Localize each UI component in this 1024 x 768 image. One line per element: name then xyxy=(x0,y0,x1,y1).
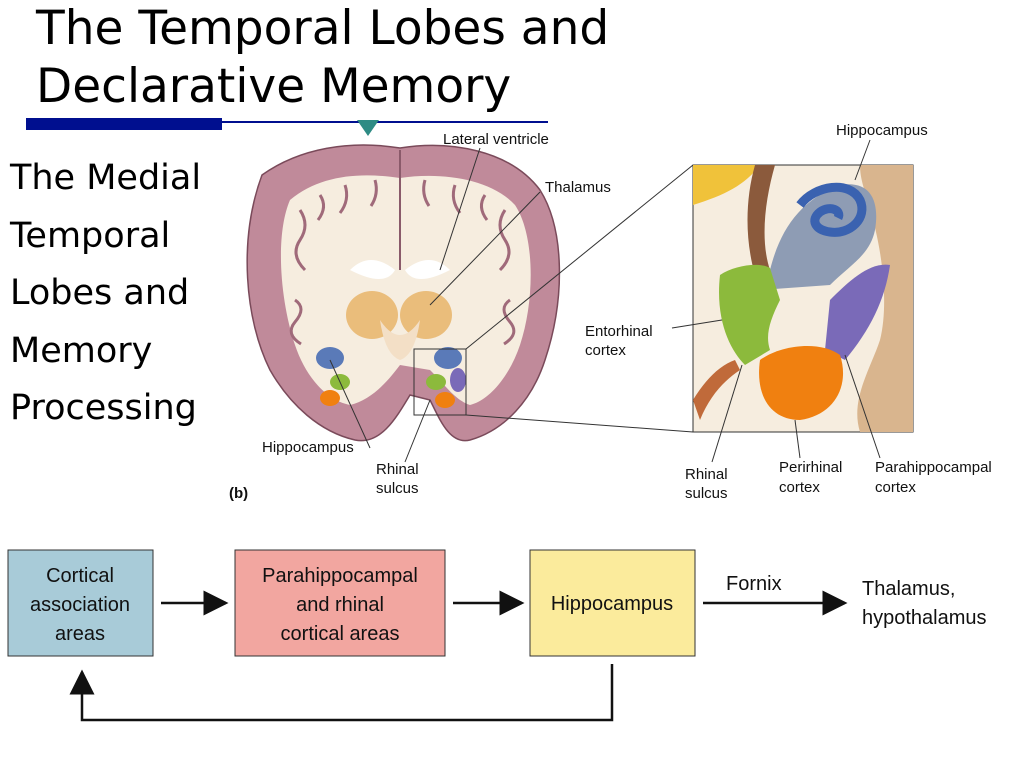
perirhinal-right-shape xyxy=(435,392,455,408)
label-rhinal2-2: sulcus xyxy=(685,485,728,502)
box1-line3: areas xyxy=(55,623,105,645)
box2-line1: Parahippocampal xyxy=(262,565,418,587)
coronal-brain-section xyxy=(246,144,561,442)
subtitle-line: Memory xyxy=(10,330,153,371)
slide-subtitle: The Medial Temporal Lobes and Memory Pro… xyxy=(10,150,201,438)
box3-label: Hippocampus xyxy=(551,593,673,615)
inset-yellow-region xyxy=(693,165,760,205)
box1-line2: association xyxy=(30,594,130,616)
feedback-arrow xyxy=(69,664,614,722)
title-accent-bar xyxy=(26,118,222,130)
zoom-box xyxy=(413,348,467,416)
zoom-line-bottom xyxy=(465,414,694,433)
fornix-label: Fornix xyxy=(726,573,782,595)
box2-line3: cortical areas xyxy=(281,623,400,645)
slide-title: The Temporal Lobes and Declarative Memor… xyxy=(36,0,609,116)
label-entorhinal-2: cortex xyxy=(585,342,626,359)
subtitle-line: Lobes and xyxy=(10,273,190,313)
label-entorhinal-1: Entorhinal xyxy=(585,323,653,340)
label-parahippocampal-1: Parahippocampal xyxy=(875,459,992,476)
lateral-ventricle-left xyxy=(350,260,395,279)
slide-title-line-1: The Temporal Lobes and xyxy=(36,1,610,56)
enlarged-inset xyxy=(692,164,914,433)
box-hippocampus xyxy=(529,549,696,657)
subtitle-line: Processing xyxy=(10,388,197,428)
basal-ganglia xyxy=(380,320,420,360)
label-thalamus: Thalamus xyxy=(545,179,611,196)
subtitle-line: The Medial xyxy=(10,158,202,198)
label-hippocampus-left: Hippocampus xyxy=(262,439,354,456)
entorhinal-right-shape xyxy=(426,374,446,390)
label-hippocampus-top: Hippocampus xyxy=(836,122,928,139)
box2-line2: and rhinal xyxy=(296,594,384,616)
target-line2: hypothalamus xyxy=(862,607,987,629)
inset-brown-strip xyxy=(747,165,775,275)
label-parahippocampal-2: cortex xyxy=(875,479,916,496)
target-line1: Thalamus, xyxy=(862,578,955,600)
label-rhinal-sulcus-1: Rhinal xyxy=(376,461,419,478)
parahippocampal-right-shape xyxy=(450,368,466,392)
box1-line1: Cortical xyxy=(46,565,114,587)
label-perirhinal-2: cortex xyxy=(779,479,820,496)
label-perirhinal-1: Perirhinal xyxy=(779,459,842,476)
inset-perirhinal-orange xyxy=(759,345,844,420)
hippocampus-left-shape xyxy=(316,347,344,369)
inset-hippocampus-gray xyxy=(760,184,877,290)
thalamus-right xyxy=(400,291,452,339)
gyri-folds xyxy=(289,179,516,346)
label-rhinal2-1: Rhinal xyxy=(685,466,728,483)
triangle-marker-icon xyxy=(357,120,379,136)
inset-parahippocampal-purple xyxy=(825,264,890,360)
inset-cortex-tan xyxy=(857,165,913,432)
brain-figure: Lateral ventricle Thalamus Hippocampus R… xyxy=(229,122,992,502)
zoom-line-top xyxy=(465,164,694,350)
subtitle-line: Temporal xyxy=(10,215,171,256)
inset-entorhinal-green xyxy=(719,264,780,365)
memory-flowchart: Cortical association areas Parahippocamp… xyxy=(7,549,987,722)
inset-hippocampus-blue xyxy=(796,182,867,237)
box-parahippocampal-rhinal xyxy=(234,549,446,657)
title-underline xyxy=(222,121,548,123)
leader-lines xyxy=(329,139,881,463)
box-cortical-association xyxy=(7,549,154,657)
label-rhinal-sulcus-2: sulcus xyxy=(376,480,419,497)
perirhinal-left-shape xyxy=(320,390,340,406)
inset-rhinal-strip xyxy=(693,360,740,420)
hippocampus-right-shape xyxy=(434,347,462,369)
label-lateral-ventricle: Lateral ventricle xyxy=(443,131,549,148)
slide-title-line-2: Declarative Memory xyxy=(36,59,512,114)
lateral-ventricle-right xyxy=(405,260,450,279)
panel-label: (b) xyxy=(229,485,248,502)
